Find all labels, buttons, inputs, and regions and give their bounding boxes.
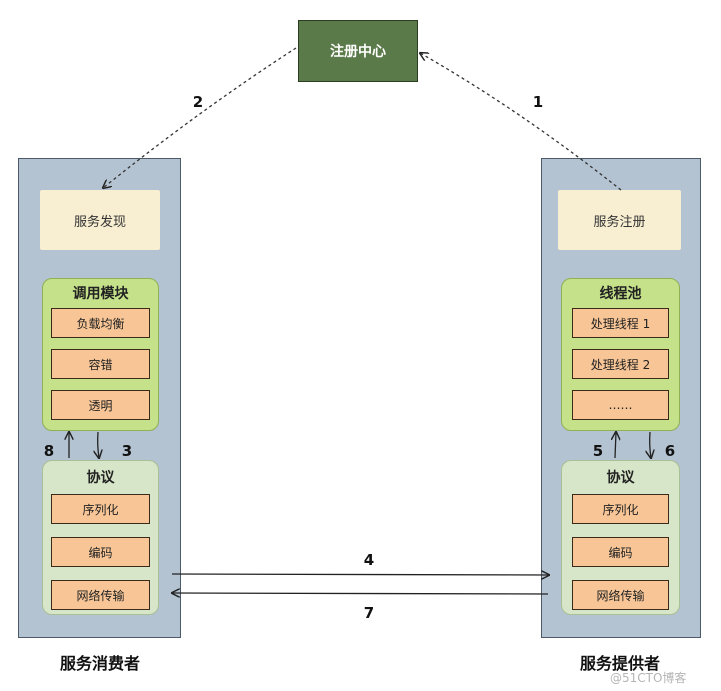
step-4-label: 4 — [363, 551, 375, 569]
arrow-step-1 — [420, 53, 622, 191]
arrow-step-2 — [103, 47, 297, 188]
provider-encoding-box: 编码 — [572, 537, 669, 567]
more-threads-box: …… — [572, 390, 669, 420]
thread-pool-title: 线程池 — [599, 286, 642, 302]
arrow-step-6 — [650, 431, 651, 458]
worker-thread-2-box: 处理线程 2 — [572, 349, 669, 379]
consumer-network-transport-box: 网络传输 — [51, 580, 150, 610]
arrow-step-4 — [171, 574, 549, 575]
registry-center-node: 注册中心 — [298, 20, 418, 82]
step-7-label: 7 — [363, 604, 375, 622]
service-consumer-label: 服务消费者 — [59, 654, 140, 673]
worker-thread-1-box: 处理线程 1 — [572, 308, 669, 338]
provider-serialization-box: 序列化 — [572, 494, 669, 524]
consumer-serialization-box: 序列化 — [51, 494, 150, 524]
arrow-step-5 — [615, 432, 616, 459]
fault-tolerance-box: 容错 — [51, 349, 150, 379]
service-registration-box: 服务注册 — [558, 190, 681, 250]
step-5-label: 5 — [592, 442, 604, 460]
step-2-label: 2 — [192, 93, 204, 111]
arrow-step-3 — [98, 431, 99, 458]
provider-network-transport-box: 网络传输 — [572, 580, 669, 610]
service-discovery-box: 服务发现 — [40, 190, 160, 250]
step-1-label: 1 — [532, 93, 544, 111]
watermark: @51CTO博客 — [610, 671, 687, 685]
step-6-label: 6 — [664, 442, 676, 460]
invocation-module-title: 调用模块 — [72, 286, 129, 302]
load-balancing-box: 负载均衡 — [51, 308, 150, 338]
arrow-step-7 — [172, 593, 549, 594]
consumer-encoding-box: 编码 — [51, 537, 150, 567]
step-8-label: 8 — [43, 442, 55, 460]
consumer-protocol-title: 协议 — [86, 470, 115, 486]
transparency-box: 透明 — [51, 390, 150, 420]
provider-protocol-title: 协议 — [606, 470, 635, 486]
step-3-label: 3 — [121, 442, 133, 460]
service-provider-label: 服务提供者 — [579, 654, 660, 673]
